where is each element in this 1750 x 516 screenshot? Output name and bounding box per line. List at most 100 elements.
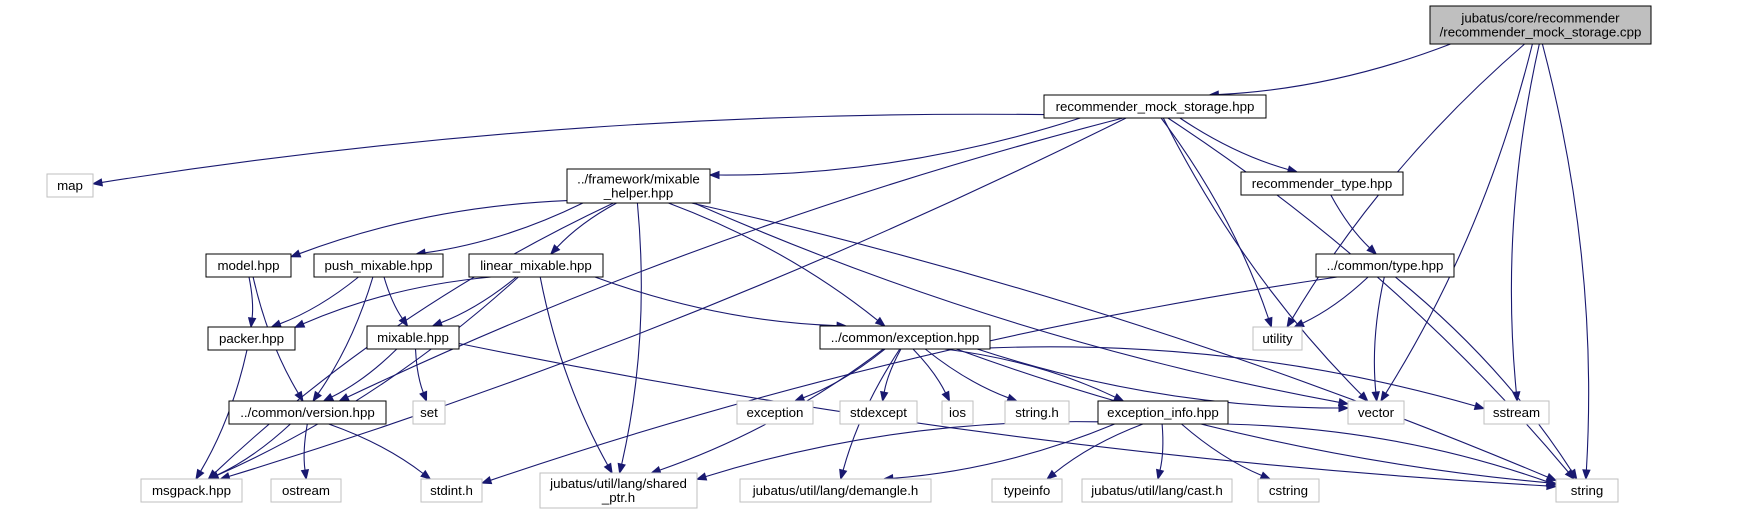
arrowhead — [941, 390, 951, 403]
edge-push-to-cver — [312, 276, 374, 403]
edge-push-to-mixable — [383, 276, 409, 328]
arrowhead — [398, 315, 409, 328]
arrowhead — [91, 178, 104, 187]
node-root[interactable]: jubatus/core/recommender/recommender_moc… — [1429, 5, 1652, 45]
arrowhead — [1264, 316, 1273, 329]
node-label: jubatus/core/recommender — [1460, 11, 1620, 26]
node-label: typeinfo — [1004, 483, 1051, 498]
node-label: string — [1571, 483, 1604, 498]
node-rms[interactable]: recommender_mock_storage.hpp — [1043, 94, 1267, 119]
file-nodes: jubatus/core/recommender/recommender_moc… — [46, 5, 1652, 509]
node-label: ../common/exception.hpp — [831, 330, 980, 345]
node-box — [819, 325, 991, 350]
edge-mixable-to-set — [414, 348, 428, 403]
edge-rms-to-msgpack — [219, 117, 1127, 481]
edge-line — [1510, 43, 1540, 393]
edge-line — [556, 202, 617, 248]
node-ios: ios — [941, 400, 974, 425]
node-label: ../framework/mixable — [577, 172, 700, 187]
node-label: vector — [1358, 405, 1395, 420]
edge-line — [977, 348, 1340, 409]
node-box — [1240, 171, 1404, 196]
edge-line — [912, 348, 946, 394]
edge-root-to-rms — [1208, 43, 1451, 99]
node-label: stdint.h — [430, 483, 473, 498]
node-model[interactable]: model.hpp — [205, 253, 292, 278]
node-label: packer.hpp — [219, 331, 284, 346]
arrowhead — [650, 465, 662, 474]
node-label: recommender_mock_storage.hpp — [1056, 99, 1255, 114]
edge-cexc-to-stdexcept — [880, 348, 902, 403]
node-box — [539, 472, 698, 509]
arrowhead — [793, 393, 806, 402]
node-box — [420, 478, 483, 503]
node-label: ostream — [282, 483, 330, 498]
arrowhead — [1568, 468, 1578, 481]
node-box — [1429, 5, 1652, 45]
edge-cexc-to-einfo — [944, 348, 1125, 402]
arrowhead — [708, 170, 720, 180]
edge-line — [299, 200, 568, 255]
node-packer[interactable]: packer.hpp — [207, 326, 296, 351]
edge-line — [956, 348, 1548, 484]
arrowhead — [431, 318, 444, 327]
arrowhead — [603, 462, 613, 475]
node-demangle: jubatus/util/lang/demangle.h — [739, 478, 932, 503]
edge-ctype-to-utility — [1293, 276, 1369, 328]
arrowhead — [1259, 471, 1272, 480]
node-stringh: string.h — [1004, 400, 1070, 425]
edge-line — [989, 346, 1476, 407]
arrowhead — [247, 317, 257, 329]
arrowhead — [294, 390, 304, 403]
node-einfo[interactable]: exception_info.hpp — [1097, 400, 1229, 425]
node-typeinfo: typeinfo — [991, 478, 1063, 503]
edge-cexc-to-vector — [977, 348, 1350, 413]
node-cexc[interactable]: ../common/exception.hpp — [819, 325, 991, 350]
node-cver[interactable]: ../common/version.hpp — [228, 400, 387, 425]
node-label: set — [420, 405, 438, 420]
node-ctype[interactable]: ../common/type.hpp — [1315, 253, 1455, 278]
node-box — [140, 478, 243, 503]
arrowhead — [839, 468, 848, 481]
edge-line — [303, 423, 308, 471]
node-box — [736, 400, 814, 425]
node-mixhelper[interactable]: ../framework/mixable_helper.hpp — [566, 168, 711, 204]
edge-line — [1225, 423, 1548, 483]
node-map: map — [46, 173, 94, 198]
arrowhead — [338, 393, 350, 402]
edge-cver-to-stdint — [328, 423, 432, 480]
node-label: utility — [1262, 331, 1293, 346]
edge-model-to-packer — [247, 276, 257, 329]
node-rtype[interactable]: recommender_type.hpp — [1240, 171, 1404, 196]
arrowhead — [480, 476, 493, 485]
arrowhead — [695, 472, 708, 481]
node-label: exception — [747, 405, 804, 420]
edge-linear-to-packer — [293, 276, 492, 328]
node-label: linear_mixable.hpp — [480, 258, 592, 273]
node-msgpack: msgpack.hpp — [140, 478, 243, 503]
edge-line — [347, 117, 1124, 398]
node-mixable[interactable]: mixable.hpp — [366, 325, 460, 350]
arrowhead — [1156, 468, 1165, 481]
node-linear[interactable]: linear_mixable.hpp — [468, 253, 604, 278]
edge-line — [331, 348, 398, 398]
node-label: recommender_type.hpp — [1252, 176, 1392, 191]
node-push[interactable]: push_mixable.hpp — [313, 253, 444, 278]
arrowhead — [322, 393, 335, 402]
edge-line — [693, 202, 1340, 403]
arrowhead — [270, 319, 282, 328]
arrowhead — [1473, 401, 1486, 410]
node-label: jubatus/util/lang/demangle.h — [752, 483, 919, 498]
arrowhead — [1358, 391, 1369, 402]
edge-ctype-to-stdint — [480, 276, 1338, 485]
node-label: ios — [949, 405, 966, 420]
node-label: _ptr.h — [601, 490, 635, 505]
node-sharedptr: jubatus/util/lang/shared_ptr.h — [539, 472, 698, 509]
edge-line — [328, 423, 424, 474]
edge-line — [317, 276, 374, 394]
edge-line — [414, 348, 424, 393]
edge-line — [718, 117, 1081, 176]
edge-root-to-string — [1541, 43, 1591, 481]
node-label: _helper.hpp — [603, 186, 674, 201]
node-box — [1081, 478, 1233, 503]
